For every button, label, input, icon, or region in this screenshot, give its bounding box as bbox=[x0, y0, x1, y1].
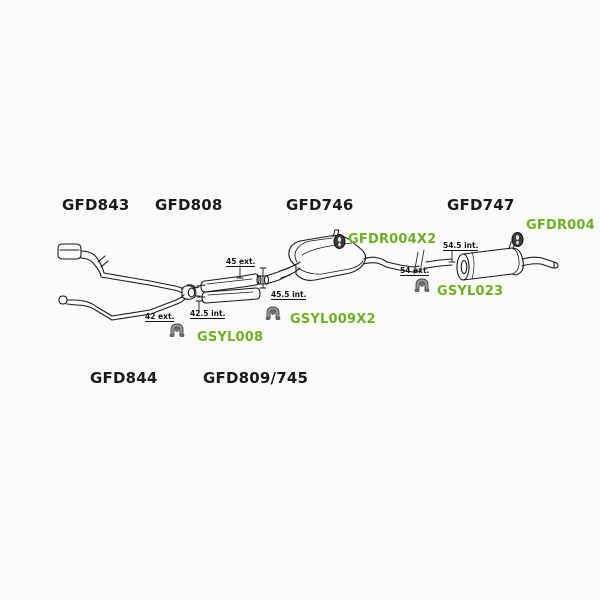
dimension-label-42-ext: 42 ext. bbox=[145, 312, 175, 322]
center-silencer bbox=[279, 229, 388, 281]
rubber-hanger-icon bbox=[333, 234, 346, 253]
part-label-gfd843: GFD843 bbox=[62, 196, 130, 214]
ref-label-gsyl008: GSYL008 bbox=[197, 330, 264, 345]
dimension-label-45-5-int: 45.5 int. bbox=[271, 290, 307, 300]
part-label-gfd808: GFD808 bbox=[155, 196, 223, 214]
part-label-gfd809-745: GFD809/745 bbox=[203, 369, 309, 387]
part-label-gfd747: GFD747 bbox=[447, 196, 515, 214]
y-junction-coupling bbox=[181, 284, 201, 300]
rubber-mount-icon bbox=[265, 305, 281, 324]
front-pipe-upper bbox=[57, 243, 184, 294]
part-label-gfd844: GFD844 bbox=[90, 369, 158, 387]
ref-label-gsyl009x2: GSYL009X2 bbox=[290, 312, 376, 327]
dimension-label-54-5-int: 54.5 int. bbox=[443, 241, 479, 251]
rear-connecting-pipe bbox=[385, 249, 453, 275]
rubber-hanger-icon bbox=[511, 232, 524, 251]
ref-label-gfdr004: GFDR004 bbox=[526, 218, 595, 233]
ref-label-gfdr004x2: GFDR004X2 bbox=[348, 232, 437, 247]
rubber-mount-icon bbox=[414, 277, 430, 296]
dimension-label-42-5-int: 42.5 int. bbox=[190, 309, 226, 319]
rubber-mount-icon bbox=[169, 322, 185, 341]
middle-silencer-box bbox=[196, 273, 267, 304]
dimension-label-54-ext: 54 ext. bbox=[400, 266, 430, 276]
part-label-gfd746: GFD746 bbox=[286, 196, 354, 214]
ref-label-gsyl023: GSYL023 bbox=[437, 284, 504, 299]
dimension-ticks bbox=[195, 249, 456, 313]
dimension-label-45-ext: 45 ext. bbox=[226, 257, 256, 267]
front-pipe-lower bbox=[58, 294, 186, 321]
